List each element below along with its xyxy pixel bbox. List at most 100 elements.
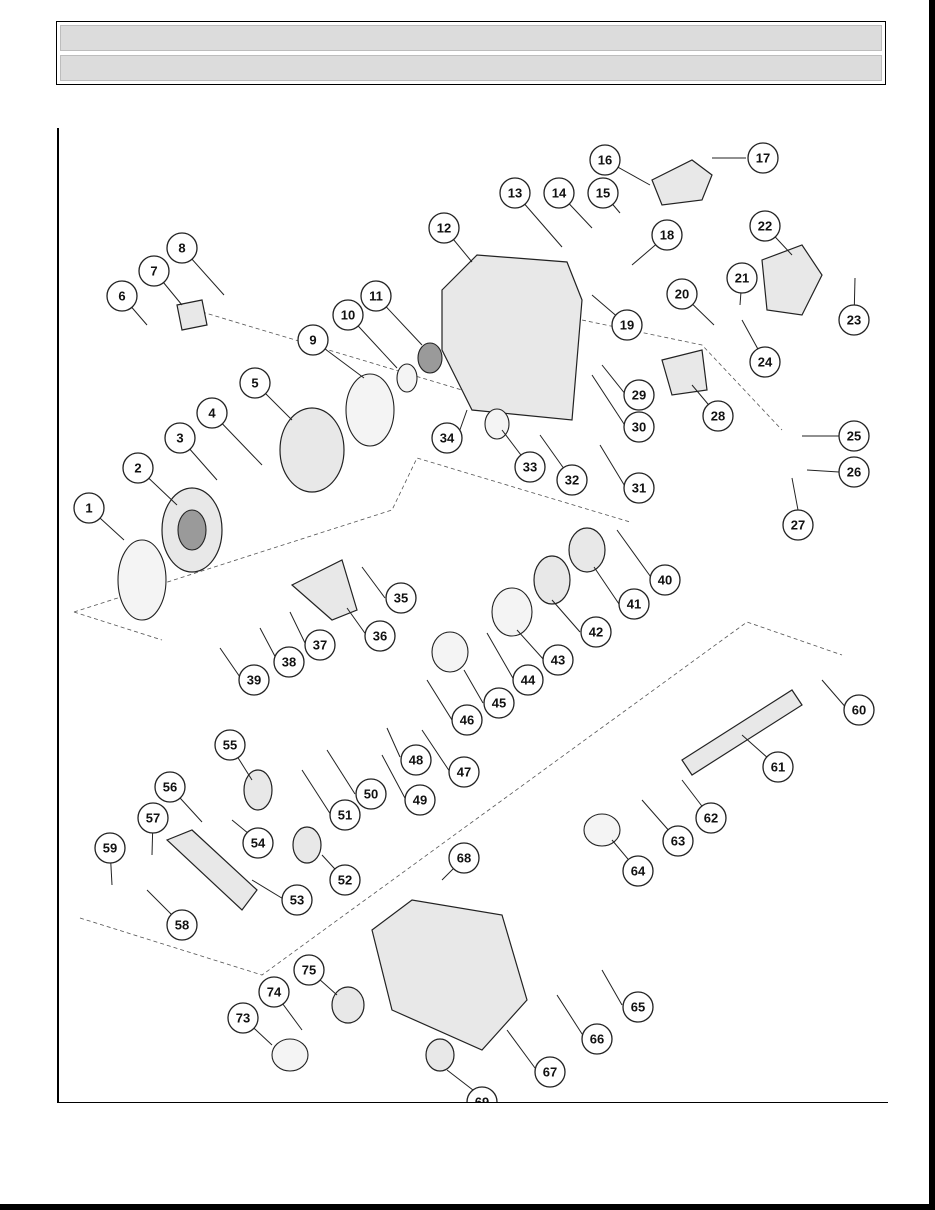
callout-63: 63 xyxy=(662,825,694,857)
callout-56: 56 xyxy=(154,771,186,803)
washer-part xyxy=(271,1038,309,1072)
callout-41: 41 xyxy=(618,588,650,620)
svg-text:57: 57 xyxy=(146,811,160,826)
shift-fork-part xyxy=(290,559,358,621)
callout-5: 5 xyxy=(239,367,271,399)
svg-text:73: 73 xyxy=(236,1011,250,1026)
callout-39: 39 xyxy=(238,664,270,696)
svg-text:11: 11 xyxy=(369,289,383,304)
parts xyxy=(117,159,823,1072)
svg-text:58: 58 xyxy=(175,918,189,933)
motor-part xyxy=(761,244,823,316)
callout-9: 9 xyxy=(297,324,329,356)
bracket-part xyxy=(176,299,208,331)
callout-62: 62 xyxy=(695,802,727,834)
svg-text:24: 24 xyxy=(758,355,773,370)
callout-2: 2 xyxy=(122,452,154,484)
svg-text:75: 75 xyxy=(302,963,316,978)
svg-text:6: 6 xyxy=(118,289,125,304)
callout-47: 47 xyxy=(448,756,480,788)
svg-text:51: 51 xyxy=(338,808,352,823)
svg-text:25: 25 xyxy=(847,429,861,444)
drive-chain-part xyxy=(165,829,258,911)
guide-line xyxy=(581,319,783,431)
svg-text:48: 48 xyxy=(409,753,423,768)
callout-44: 44 xyxy=(512,664,544,696)
svg-text:7: 7 xyxy=(150,264,157,279)
callout-16: 16 xyxy=(589,144,621,176)
svg-text:52: 52 xyxy=(338,873,352,888)
callout-43: 43 xyxy=(542,644,574,676)
svg-text:17: 17 xyxy=(756,151,770,166)
svg-text:60: 60 xyxy=(852,703,866,718)
bearing-part xyxy=(331,986,365,1024)
callout-69: 69 xyxy=(466,1086,498,1103)
callout-49: 49 xyxy=(404,784,436,816)
guide-line xyxy=(201,311,463,391)
svg-text:2: 2 xyxy=(134,461,141,476)
svg-text:43: 43 xyxy=(551,653,565,668)
svg-text:18: 18 xyxy=(660,228,674,243)
svg-text:33: 33 xyxy=(523,460,537,475)
callout-59: 59 xyxy=(94,832,126,864)
svg-text:34: 34 xyxy=(440,431,455,446)
svg-text:42: 42 xyxy=(589,625,603,640)
main-shaft-part xyxy=(681,689,803,776)
callout-11: 11 xyxy=(360,280,392,312)
svg-text:55: 55 xyxy=(223,738,237,753)
callout-31: 31 xyxy=(623,472,655,504)
callout-35: 35 xyxy=(385,582,417,614)
svg-text:46: 46 xyxy=(460,713,474,728)
svg-text:50: 50 xyxy=(364,787,378,802)
header-box xyxy=(56,21,886,85)
svg-text:12: 12 xyxy=(437,221,451,236)
assembly-guide-lines xyxy=(73,311,843,976)
callout-33: 33 xyxy=(514,451,546,483)
callout-29: 29 xyxy=(623,379,655,411)
svg-text:68: 68 xyxy=(457,851,471,866)
svg-text:13: 13 xyxy=(508,186,522,201)
callout-50: 50 xyxy=(355,778,387,810)
svg-text:39: 39 xyxy=(247,673,261,688)
svg-text:21: 21 xyxy=(735,271,749,286)
svg-text:35: 35 xyxy=(394,591,408,606)
svg-text:66: 66 xyxy=(590,1032,604,1047)
svg-text:10: 10 xyxy=(341,308,355,323)
callout-17: 17 xyxy=(747,142,779,174)
svg-text:26: 26 xyxy=(847,465,861,480)
gear-part xyxy=(568,527,606,573)
thrust-washer-part xyxy=(431,631,469,673)
svg-text:3: 3 xyxy=(176,431,183,446)
callout-22: 22 xyxy=(749,210,781,242)
callout-34: 34 xyxy=(431,422,463,454)
callout-57: 57 xyxy=(137,802,169,834)
header-title-bar xyxy=(60,25,882,51)
callout-27: 27 xyxy=(782,509,814,541)
drive-sprocket-part xyxy=(243,769,273,811)
bearing-part xyxy=(425,1038,455,1072)
callout-65: 65 xyxy=(622,991,654,1023)
callout-18: 18 xyxy=(651,219,683,251)
svg-text:20: 20 xyxy=(675,287,689,302)
svg-text:47: 47 xyxy=(457,765,471,780)
callout-52: 52 xyxy=(329,864,361,896)
svg-text:62: 62 xyxy=(704,811,718,826)
callout-55: 55 xyxy=(214,729,246,761)
retaining-ring-part xyxy=(396,363,418,393)
svg-text:56: 56 xyxy=(163,780,177,795)
guide-line xyxy=(79,621,843,976)
callout-42: 42 xyxy=(580,616,612,648)
svg-text:69: 69 xyxy=(475,1095,489,1103)
flange-part xyxy=(651,159,713,206)
svg-text:9: 9 xyxy=(309,333,316,348)
callout-36: 36 xyxy=(364,620,396,652)
svg-text:37: 37 xyxy=(313,638,327,653)
callout-19: 19 xyxy=(611,309,643,341)
callout-20: 20 xyxy=(666,278,698,310)
svg-text:65: 65 xyxy=(631,1000,645,1015)
callout-13: 13 xyxy=(499,177,531,209)
callouts: 1 2 3 4 5 6 7 8 9 10 11 12 13 14 15 16 1… xyxy=(73,142,875,1103)
callout-45: 45 xyxy=(483,687,515,719)
callout-38: 38 xyxy=(273,646,305,678)
